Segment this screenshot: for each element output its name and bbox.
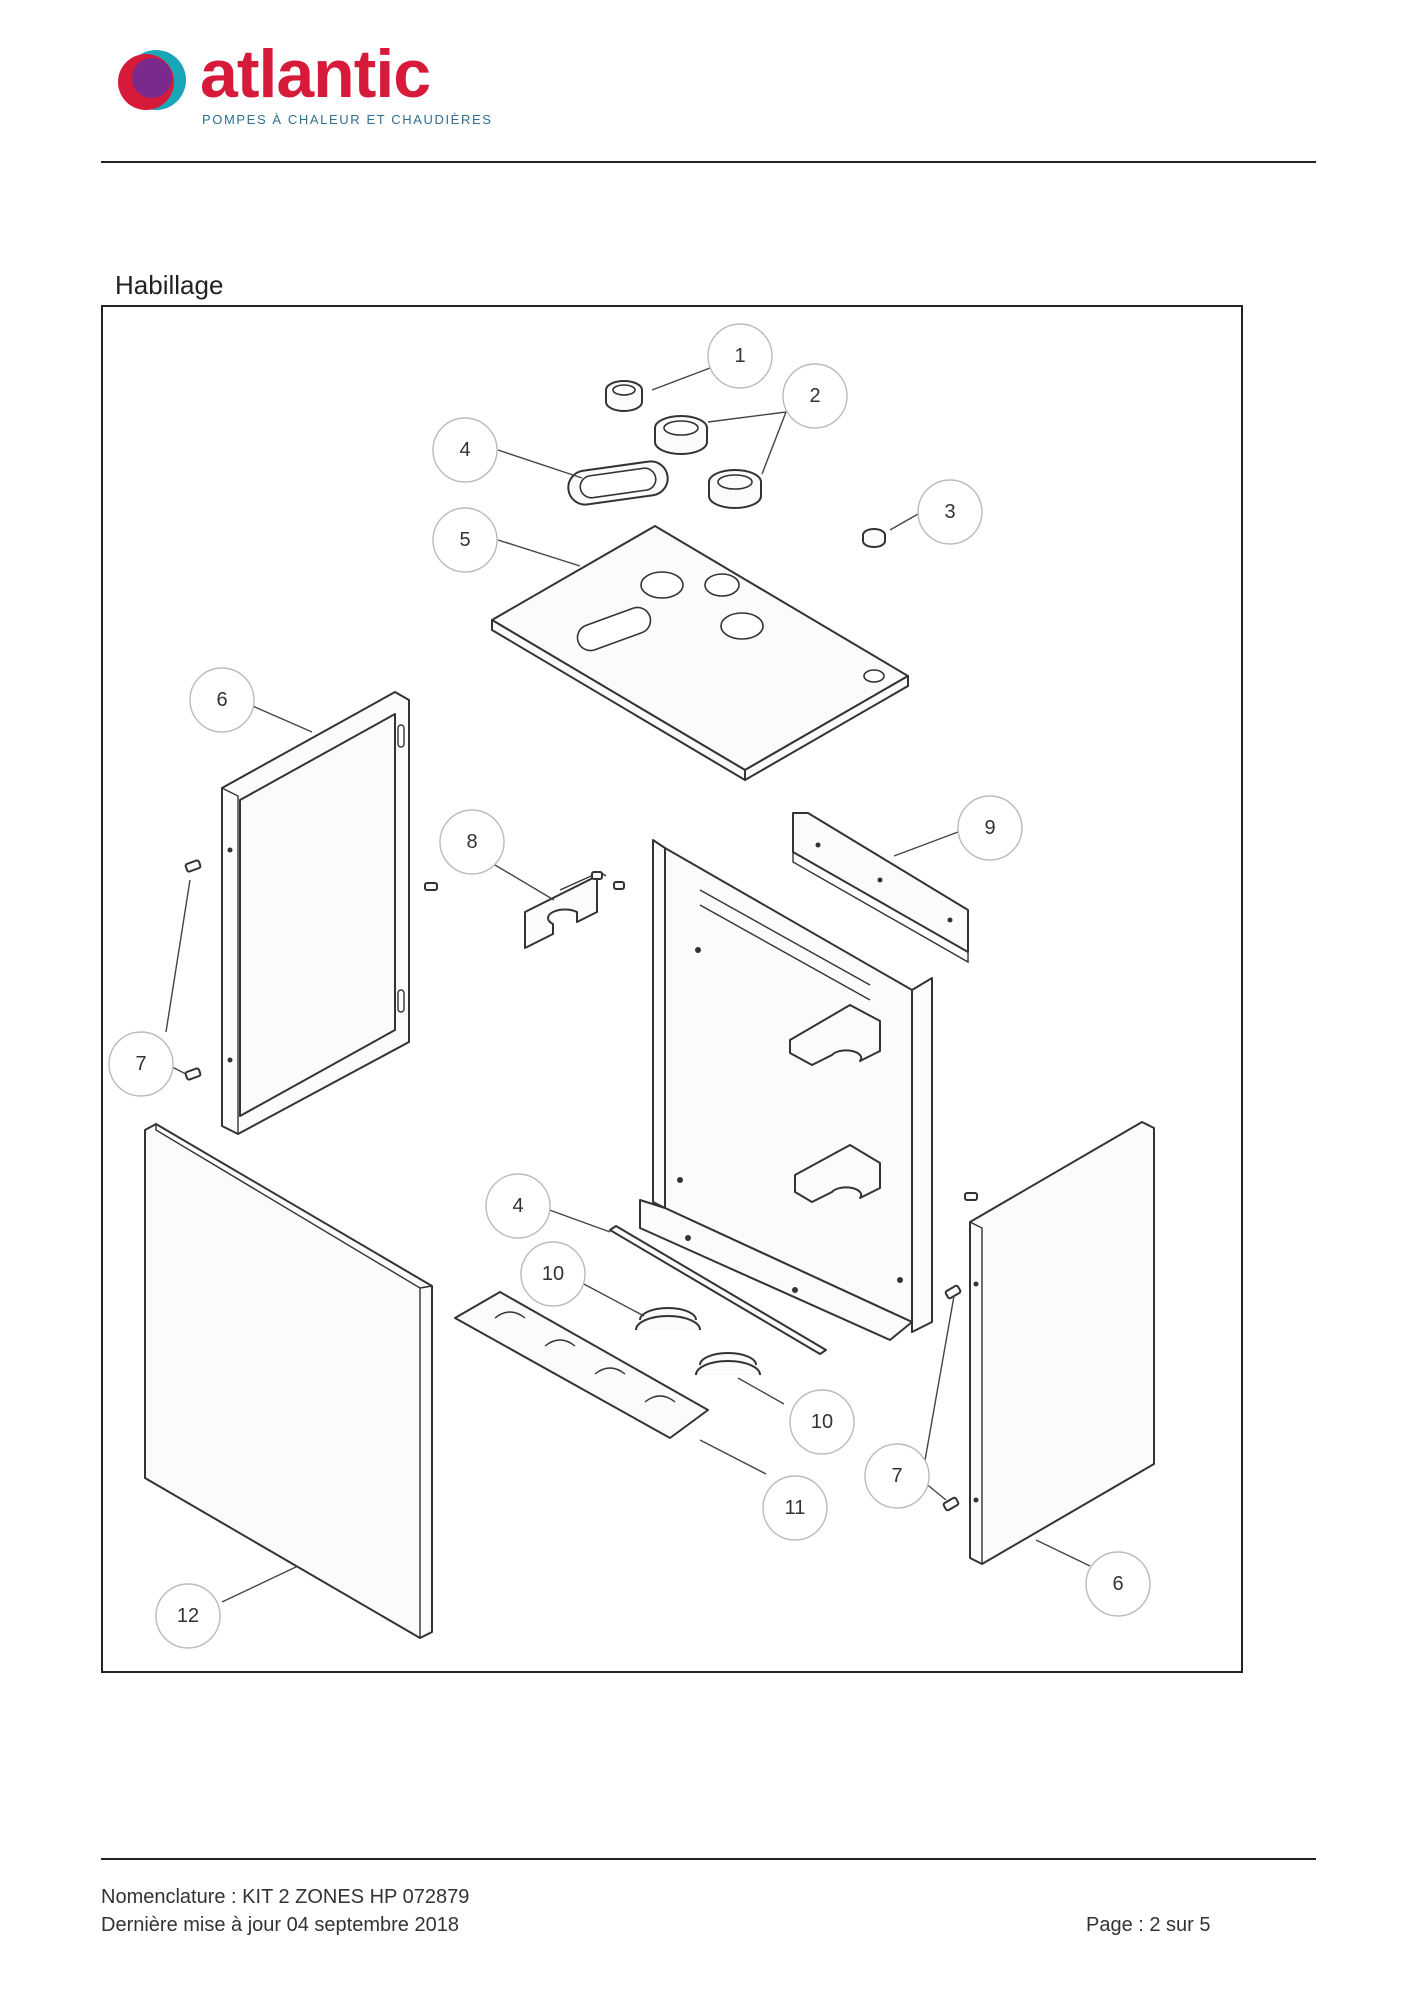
svg-text:1: 1 [734, 345, 745, 367]
part-4-oval-gasket [567, 460, 669, 506]
callout-5: 5 [432, 507, 498, 573]
part-11-slotted-plate [454, 1291, 709, 1439]
central-back-frame [639, 839, 933, 1341]
section-title: Habillage [115, 270, 224, 300]
svg-text:10: 10 [811, 1411, 833, 1433]
part-7-screws-left [184, 859, 202, 1081]
callout-11: 11 [762, 1475, 828, 1541]
brand-tagline: POMPES À CHALEUR ET CHAUDIÈRES [202, 112, 493, 127]
part-12-front-panel [144, 1123, 433, 1639]
footer-rule [101, 1858, 1316, 1860]
footer-nomenclature: Nomenclature : KIT 2 ZONES HP 072879 [101, 1886, 470, 1908]
callout-7-right: 7 [864, 1443, 930, 1509]
atlantic-logo: atlantic POMPES À CHALEUR ET CHAUDIÈRES [112, 36, 492, 136]
part-10-u-clip-a [635, 1307, 701, 1331]
svg-text:11: 11 [785, 1497, 806, 1519]
part-6-left-frame [221, 691, 410, 1135]
part-8-bracket [524, 871, 625, 949]
callout-10-upper: 10 [520, 1241, 586, 1307]
callout-2: 2 [782, 363, 848, 429]
svg-text:10: 10 [542, 1263, 564, 1285]
callout-4-lower: 4 [485, 1173, 551, 1239]
part-10-u-clip-b [695, 1352, 761, 1376]
brand-name: atlantic [200, 36, 431, 112]
part-2-ring-b [708, 469, 762, 509]
part-5-top-panel [491, 525, 909, 781]
svg-text:6: 6 [216, 689, 227, 711]
svg-text:7: 7 [135, 1053, 146, 1075]
part-7-screws-right [942, 1284, 962, 1512]
footer-page-number: Page : 2 sur 5 [1086, 1914, 1211, 1936]
svg-text:7: 7 [891, 1465, 902, 1487]
part-6-right-panel [964, 1121, 1155, 1565]
callout-6-right: 6 [1085, 1551, 1151, 1617]
part-9-strip [792, 812, 969, 964]
part-1-gland [605, 380, 643, 412]
svg-text:6: 6 [1112, 1573, 1123, 1595]
svg-text:8: 8 [466, 831, 477, 853]
svg-text:3: 3 [944, 501, 955, 523]
part-4-rod [609, 1225, 827, 1355]
footer-last-update: Dernière mise à jour 04 septembre 2018 [101, 1914, 459, 1936]
part-3-cap [862, 528, 886, 548]
callout-1: 1 [707, 323, 773, 389]
screw-a [424, 882, 438, 891]
diagram-frame [101, 305, 1243, 1673]
svg-text:5: 5 [459, 529, 470, 551]
callout-8: 8 [439, 809, 505, 875]
callout-6-left: 6 [189, 667, 255, 733]
svg-text:4: 4 [459, 439, 470, 461]
svg-text:12: 12 [177, 1605, 199, 1627]
svg-text:4: 4 [512, 1195, 523, 1217]
part-2-ring-a [654, 415, 708, 455]
logo-mark-icon [118, 50, 186, 110]
header-rule [101, 161, 1316, 163]
callout-7-left: 7 [108, 1031, 174, 1097]
svg-text:2: 2 [809, 385, 820, 407]
callout-10-lower: 10 [789, 1389, 855, 1455]
callout-12: 12 [155, 1583, 221, 1649]
svg-text:9: 9 [984, 817, 995, 839]
callout-9: 9 [957, 795, 1023, 861]
callout-4-top: 4 [432, 417, 498, 483]
callout-3: 3 [917, 479, 983, 545]
